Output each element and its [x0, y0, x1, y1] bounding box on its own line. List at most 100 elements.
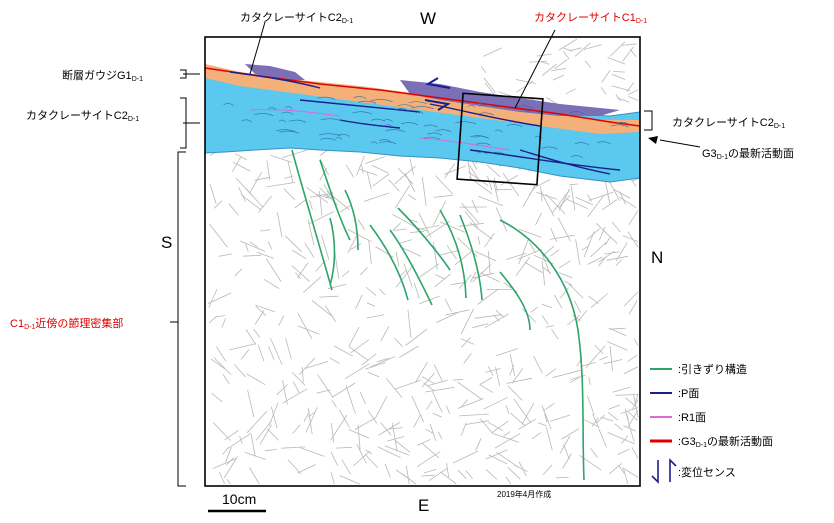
- joint-line: [323, 184, 333, 199]
- joint-line: [365, 362, 386, 370]
- joint-line: [550, 249, 560, 257]
- joint-line: [564, 280, 573, 286]
- joint-line: [494, 432, 521, 449]
- joint-line: [583, 230, 595, 258]
- joint-line: [534, 179, 551, 189]
- joint-line: [465, 470, 474, 480]
- joint-line: [487, 366, 494, 376]
- joint-line: [557, 217, 571, 242]
- joint-line: [611, 73, 626, 80]
- c2-texture-mark: [427, 132, 443, 136]
- c2-texture-mark: [570, 155, 584, 159]
- joint-line: [433, 364, 443, 382]
- label-c2-left: カタクレーサイトC2D-1: [26, 110, 140, 123]
- c2-texture-mark: [378, 141, 397, 145]
- detail-box: [456, 92, 544, 186]
- joint-line: [545, 325, 555, 328]
- joint-line: [319, 149, 329, 156]
- joint-line: [559, 287, 569, 299]
- c2-texture-mark: [383, 119, 393, 123]
- joint-line: [533, 356, 543, 374]
- joint-line: [229, 343, 256, 351]
- joint-line: [486, 164, 501, 178]
- joint-line: [435, 312, 459, 323]
- joint-line: [311, 300, 334, 318]
- drag-structure-line: [439, 209, 467, 299]
- joint-line: [395, 264, 415, 288]
- joint-line: [552, 74, 564, 81]
- joint-line: [615, 259, 623, 266]
- joint-line: [506, 377, 533, 384]
- joint-line: [550, 227, 558, 243]
- c2-texture-mark: [358, 100, 377, 104]
- joint-line: [522, 308, 537, 323]
- joint-line: [344, 363, 370, 380]
- joint-line: [485, 469, 498, 480]
- joint-line: [459, 413, 489, 417]
- c2-texture-mark: [476, 102, 485, 106]
- c2-texture-mark: [473, 135, 490, 139]
- joint-line: [627, 409, 639, 428]
- joint-line: [255, 304, 276, 313]
- joint-line: [219, 253, 232, 257]
- joint-line: [246, 373, 266, 386]
- c2-texture-mark: [318, 133, 341, 137]
- joint-line: [276, 384, 288, 396]
- joint-line: [235, 153, 247, 161]
- joint-line: [623, 366, 639, 375]
- joint-line: [472, 272, 494, 279]
- joint-line: [341, 459, 351, 475]
- joint-line: [221, 317, 227, 328]
- c2-texture-mark: [335, 137, 342, 140]
- drag-structures: [291, 149, 585, 481]
- joint-line: [238, 186, 246, 202]
- joint-line: [511, 368, 524, 384]
- joint-line: [245, 187, 264, 208]
- joint-line: [631, 178, 639, 182]
- joint-line: [583, 418, 599, 428]
- joint-line: [306, 186, 329, 204]
- joint-line: [371, 165, 389, 174]
- joint-line: [607, 432, 636, 445]
- joint-line: [379, 288, 386, 296]
- c2-texture-mark: [385, 124, 392, 127]
- c2-texture-mark: [370, 99, 393, 102]
- joint-line: [245, 243, 249, 252]
- joint-line: [423, 382, 435, 392]
- drag-structure-line: [329, 217, 336, 286]
- drag-structure-line: [319, 159, 351, 241]
- joint-line: [452, 378, 463, 381]
- joint-line: [428, 467, 448, 481]
- joint-line: [624, 408, 629, 421]
- joint-line: [604, 237, 611, 246]
- joint-line: [359, 392, 366, 405]
- joint-line: [434, 274, 445, 280]
- joint-line: [562, 47, 573, 52]
- joint-line: [284, 175, 294, 179]
- joint-line: [232, 161, 251, 172]
- c2-texture-mark: [476, 142, 491, 146]
- joint-line: [433, 194, 454, 198]
- joint-line: [559, 435, 571, 454]
- joint-line: [330, 451, 339, 466]
- joint-line: [409, 158, 414, 176]
- joint-line: [287, 459, 302, 475]
- cataclasite-c1-layer: [400, 80, 620, 116]
- g3-surface-line: [204, 67, 641, 127]
- joint-line: [392, 222, 402, 231]
- joint-line: [561, 428, 580, 440]
- joint-line: [218, 471, 225, 485]
- joint-line: [531, 432, 542, 440]
- joint-line: [518, 237, 530, 265]
- joint-line: [558, 38, 578, 51]
- joint-line: [307, 407, 313, 435]
- joint-line: [601, 69, 611, 83]
- legend-drag-label: :引きずり構造: [678, 364, 748, 376]
- c2-texture-mark: [353, 96, 367, 99]
- joint-line: [266, 160, 271, 181]
- c2-texture-mark: [276, 129, 296, 133]
- joint-line: [612, 386, 631, 393]
- joint-line: [329, 357, 340, 364]
- joint-line: [298, 357, 316, 375]
- joint-line: [426, 400, 433, 410]
